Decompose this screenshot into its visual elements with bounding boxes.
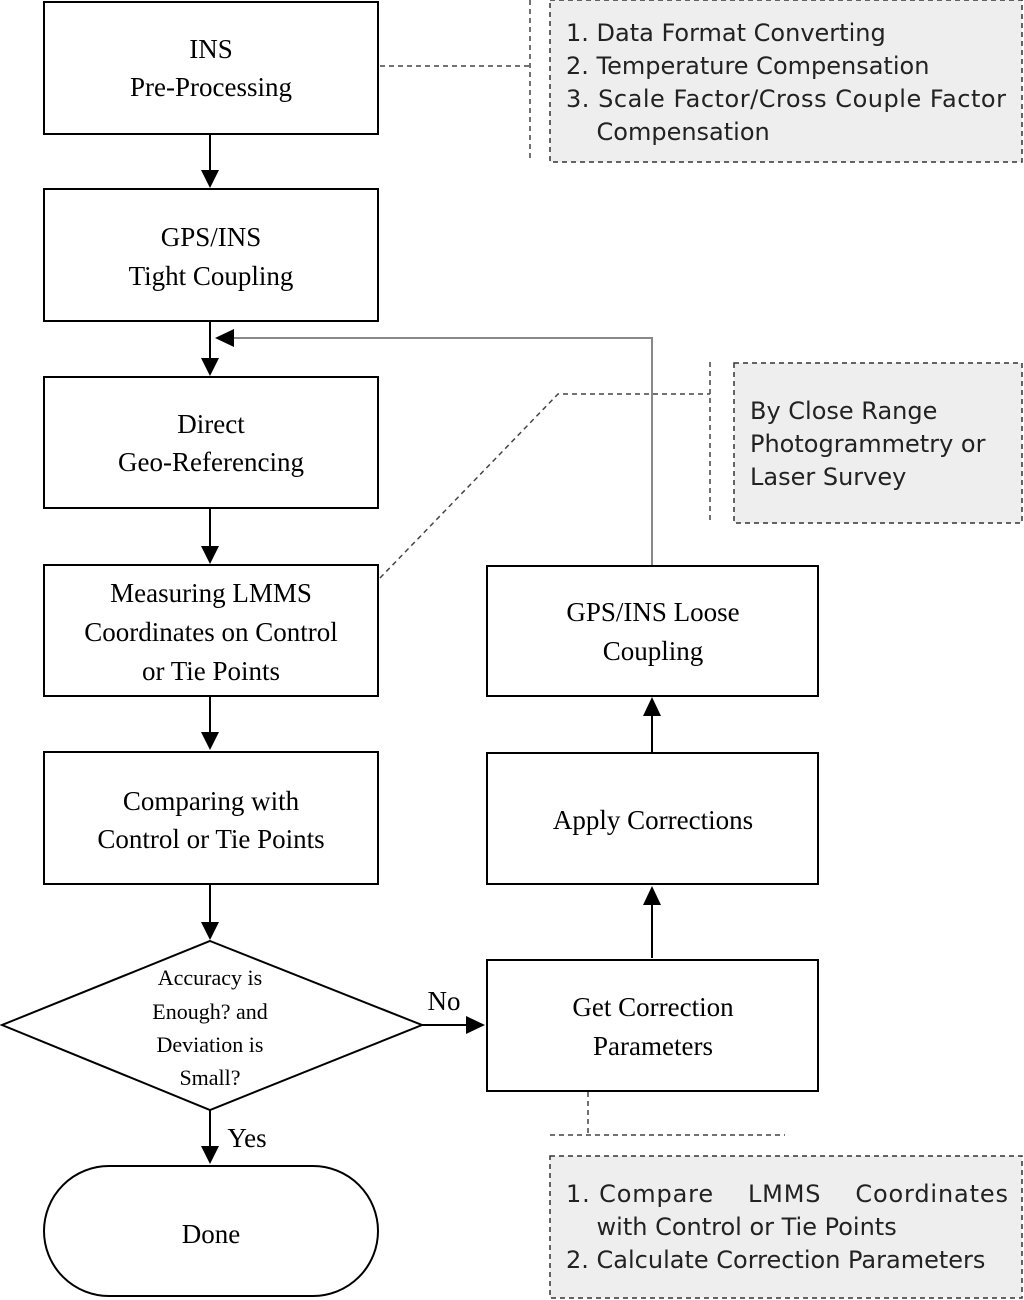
arrowhead — [201, 546, 219, 564]
arrowhead — [215, 329, 234, 347]
note-correction: 1. Compare LMMS Coordinates with Control… — [549, 1155, 1023, 1299]
note-measurement: By Close Range Photogrammetry or Laser S… — [733, 362, 1023, 524]
note-preprocessing: 1. Data Format Converting 2. Temperature… — [549, 0, 1023, 163]
note-measurement-line3: Laser Survey — [750, 463, 906, 491]
node-measuring-lmms: Measuring LMMS Coordinates on Control or… — [43, 564, 379, 697]
note-correction-line2: with Control or Tie Points — [566, 1213, 897, 1241]
node-direct-georeferencing-line2: Geo-Referencing — [118, 447, 304, 477]
node-apply-corrections-label: Apply Corrections — [553, 805, 753, 835]
node-decision-line4: Small? — [179, 1065, 240, 1090]
arrowhead — [466, 1016, 485, 1034]
arrowhead — [201, 170, 219, 188]
node-decision-line3: Deviation is — [157, 1032, 264, 1057]
node-tight-coupling-box — [43, 188, 379, 322]
node-measuring-lmms-box — [43, 564, 379, 697]
node-done-terminal — [43, 1165, 379, 1297]
note-measurement-box — [733, 362, 1023, 524]
leader-measurement — [379, 393, 710, 579]
node-apply-corrections: Apply Corrections — [486, 752, 819, 885]
arrowhead — [201, 1146, 219, 1164]
node-comparing-box — [43, 751, 379, 885]
node-ins-preprocessing-box — [43, 1, 379, 135]
node-loose-coupling-line2: Coupling — [603, 636, 704, 666]
note-measurement-line2: Photogrammetry or — [750, 430, 986, 458]
node-direct-georeferencing-line1: Direct — [177, 409, 245, 439]
node-done: Done — [43, 1165, 379, 1297]
node-comparing: Comparing with Control or Tie Points — [43, 751, 379, 885]
arrowhead — [201, 922, 219, 940]
node-done-label: Done — [182, 1219, 240, 1249]
node-decision-line1: Accuracy is — [158, 965, 262, 990]
note-correction-line3: 2. Calculate Correction Parameters — [566, 1246, 985, 1274]
node-ins-preprocessing-line2: Pre-Processing — [130, 72, 292, 102]
node-measuring-lmms-line1: Measuring LMMS — [110, 578, 312, 608]
node-tight-coupling-line2: Tight Coupling — [129, 261, 294, 291]
node-get-correction-parameters-line2: Parameters — [593, 1031, 713, 1061]
node-loose-coupling-box — [486, 565, 819, 697]
node-decision: Accuracy is Enough? and Deviation is Sma… — [0, 939, 425, 1112]
node-decision-line2: Enough? and — [152, 999, 267, 1024]
note-preprocessing-line3: 3. Scale Factor/Cross Couple Factor — [566, 85, 1006, 113]
note-preprocessing-line1: 1. Data Format Converting — [566, 19, 886, 47]
node-direct-georeferencing-box — [43, 376, 379, 509]
node-measuring-lmms-line3: or Tie Points — [142, 656, 280, 686]
node-tight-coupling: GPS/INS Tight Coupling — [43, 188, 379, 322]
edge-label-no: No — [428, 986, 461, 1016]
arrowhead — [201, 358, 219, 376]
node-get-correction-parameters: Get Correction Parameters — [486, 959, 819, 1092]
node-ins-preprocessing: INS Pre-Processing — [43, 1, 379, 135]
note-measurement-line1: By Close Range — [750, 397, 937, 425]
note-correction-box — [549, 1155, 1023, 1299]
node-loose-coupling: GPS/INS Loose Coupling — [486, 565, 819, 697]
node-comparing-line1: Comparing with — [123, 786, 300, 816]
node-apply-corrections-box — [486, 752, 819, 885]
note-preprocessing-box — [549, 0, 1023, 163]
node-ins-preprocessing-line1: INS — [189, 34, 233, 64]
node-get-correction-parameters-line1: Get Correction — [572, 992, 734, 1022]
node-measuring-lmms-line2: Coordinates on Control — [84, 617, 337, 647]
connectors: No Yes — [201, 0, 785, 1164]
node-decision-diamond — [0, 939, 425, 1112]
note-preprocessing-line4: Compensation — [566, 118, 770, 146]
edge-loose-feedback — [232, 337, 653, 565]
edge-label-yes: Yes — [227, 1123, 266, 1153]
note-correction-line1: 1. Compare LMMS Coordinates — [566, 1180, 1008, 1208]
arrowhead — [201, 732, 219, 750]
node-loose-coupling-line1: GPS/INS Loose — [566, 597, 739, 627]
note-preprocessing-line2: 2. Temperature Compensation — [566, 52, 929, 80]
node-comparing-line2: Control or Tie Points — [97, 824, 324, 854]
arrowhead — [643, 697, 661, 716]
node-direct-georeferencing: Direct Geo-Referencing — [43, 376, 379, 509]
node-get-correction-parameters-box — [486, 959, 819, 1092]
node-tight-coupling-line1: GPS/INS — [161, 222, 262, 252]
arrowhead — [643, 886, 661, 905]
